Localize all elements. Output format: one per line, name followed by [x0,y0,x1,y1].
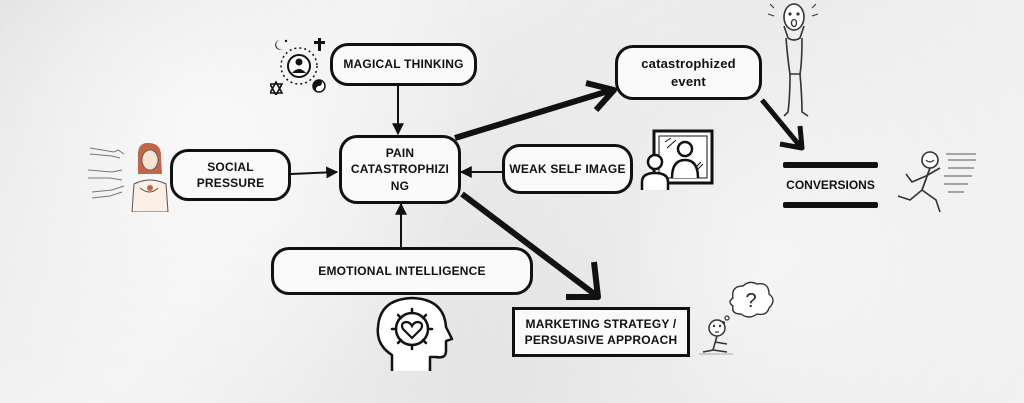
arrow-event-to-conversions-head [779,125,805,151]
catastrophized-event-node: catastrophized event [615,45,762,100]
marketing-strategy-node: MARKETING STRATEGY / PERSUASIVE APPROACH [512,307,690,357]
woman-pointed-at-icon [88,142,169,212]
arrow-social-to-pain [290,166,339,179]
thinking-stick-figure-icon: ? [699,281,774,355]
arrow-event-to-conversions [760,98,802,148]
mirror-reflection-icon [640,129,714,190]
arrow-pain-to-marketing-head [566,261,601,300]
weak-self-image-node: WEAK SELF IMAGE [502,144,633,194]
heart-head-icon [376,296,454,371]
conversions-bottom-bar [783,202,878,208]
pain-catastrophizing-node: PAIN CATASTROPHIZI NG [339,135,461,204]
running-stick-figure-icon [897,151,976,213]
arrow-pain-to-event [454,87,613,141]
arrow-pain-to-marketing [460,191,599,299]
question-mark: ? [745,290,756,312]
scared-stick-figure-icon [768,3,819,117]
emotional-intelligence-node: EMOTIONAL INTELLIGENCE [271,247,533,295]
social-pressure-node: SOCIAL PRESSURE [170,149,291,201]
religious-symbols-icon [270,38,326,95]
magical-thinking-node: MAGICAL THINKING [330,43,477,86]
arrow-pain-to-event-head [585,80,617,113]
conversions-node: CONVERSIONS [783,162,878,208]
conversions-top-bar [783,162,878,168]
conversions-label: CONVERSIONS [786,178,875,192]
